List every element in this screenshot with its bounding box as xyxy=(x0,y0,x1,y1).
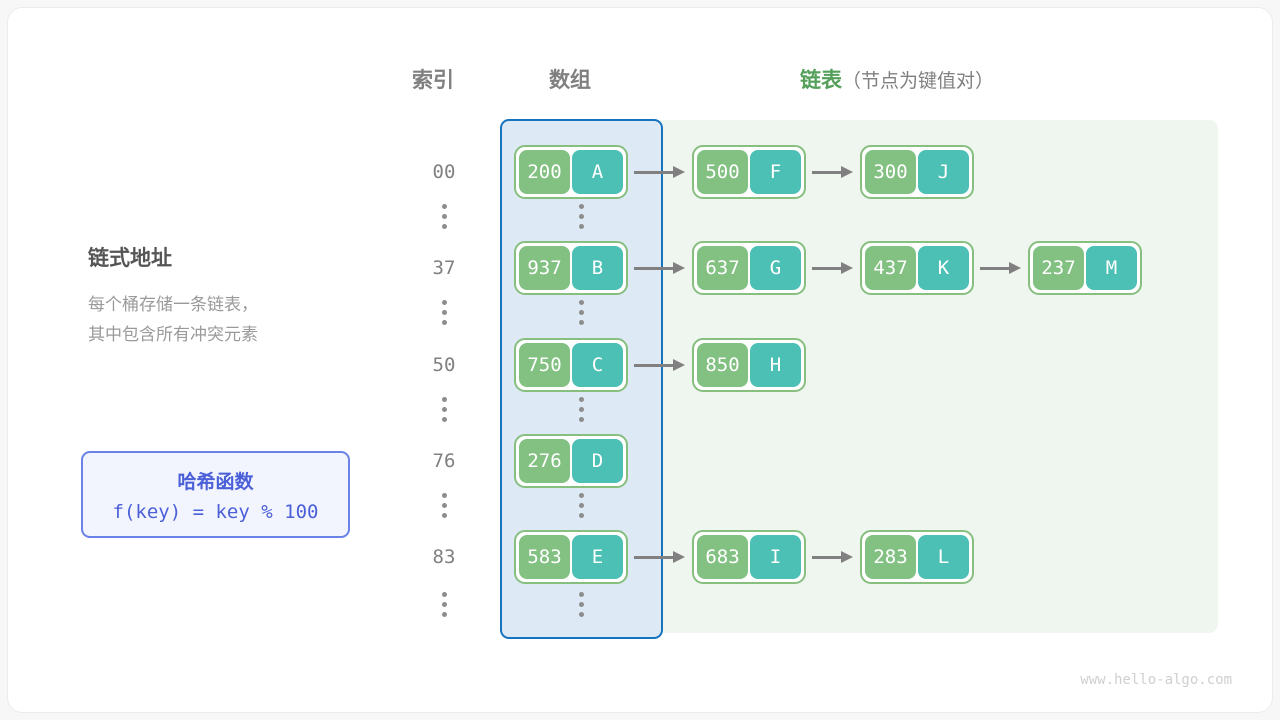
node-value: M xyxy=(1086,246,1137,290)
ellipsis-array-2 xyxy=(571,397,591,422)
description-body: 每个桶存储一条链表， 其中包含所有冲突元素 xyxy=(88,290,338,350)
node-value: F xyxy=(750,150,801,194)
node-key: 683 xyxy=(697,535,748,579)
row-index-37: 37 xyxy=(432,257,456,279)
node-value: I xyxy=(750,535,801,579)
ellipsis-array-0 xyxy=(571,204,591,229)
node-key: 237 xyxy=(1033,246,1084,290)
row-index-83: 83 xyxy=(432,546,456,568)
header-linked-list: 链表（节点为键值对） xyxy=(800,64,994,94)
node-value: K xyxy=(918,246,969,290)
node-key: 637 xyxy=(697,246,748,290)
row-index-76: 76 xyxy=(432,450,456,472)
chain-arrow-icon xyxy=(806,551,860,563)
header-array: 数组 xyxy=(549,69,591,92)
node-key: 583 xyxy=(519,535,570,579)
node-key: 500 xyxy=(697,150,748,194)
ellipsis-index-3 xyxy=(434,493,454,518)
ellipsis-array-1 xyxy=(571,300,591,325)
row-index-00: 00 xyxy=(432,161,456,183)
node-value: L xyxy=(918,535,969,579)
hash-function-box: 哈希函数 f(key) = key % 100 xyxy=(81,451,350,538)
ellipsis-array-4 xyxy=(571,592,591,617)
description-line-1: 每个桶存储一条链表， xyxy=(88,295,258,314)
node-key: 300 xyxy=(865,150,916,194)
node-key: 850 xyxy=(697,343,748,387)
node-key: 937 xyxy=(519,246,570,290)
node-key: 276 xyxy=(519,439,570,483)
description-line-2: 其中包含所有冲突元素 xyxy=(88,325,258,344)
header-index: 索引 xyxy=(412,69,454,92)
hash-function-formula: f(key) = key % 100 xyxy=(112,500,319,523)
node-key: 283 xyxy=(865,535,916,579)
node-value: C xyxy=(572,343,623,387)
chain-arrow-icon xyxy=(628,166,692,178)
chain-arrow-icon xyxy=(628,359,692,371)
chain-arrow-icon xyxy=(628,262,692,274)
node-value: G xyxy=(750,246,801,290)
ellipsis-index-0 xyxy=(434,204,454,229)
node-value: E xyxy=(572,535,623,579)
node-value: A xyxy=(572,150,623,194)
chain-arrow-icon xyxy=(628,551,692,563)
row-index-50: 50 xyxy=(432,354,456,376)
ellipsis-index-4 xyxy=(434,592,454,617)
header-linked-list-main: 链表 xyxy=(800,69,842,92)
ellipsis-index-1 xyxy=(434,300,454,325)
node-value: D xyxy=(572,439,623,483)
node-value: H xyxy=(750,343,801,387)
chain-arrow-icon xyxy=(974,262,1028,274)
node-key: 200 xyxy=(519,150,570,194)
hash-function-title: 哈希函数 xyxy=(177,471,254,493)
watermark: www.hello-algo.com xyxy=(1080,672,1232,688)
node-key: 437 xyxy=(865,246,916,290)
node-value: B xyxy=(572,246,623,290)
chain-arrow-icon xyxy=(806,166,860,178)
chain-arrow-icon xyxy=(806,262,860,274)
description-title: 链式地址 xyxy=(88,247,172,270)
ellipsis-index-2 xyxy=(434,397,454,422)
node-key: 750 xyxy=(519,343,570,387)
header-linked-list-sub: （节点为键值对） xyxy=(842,71,995,92)
ellipsis-array-3 xyxy=(571,493,591,518)
node-value: J xyxy=(918,150,969,194)
